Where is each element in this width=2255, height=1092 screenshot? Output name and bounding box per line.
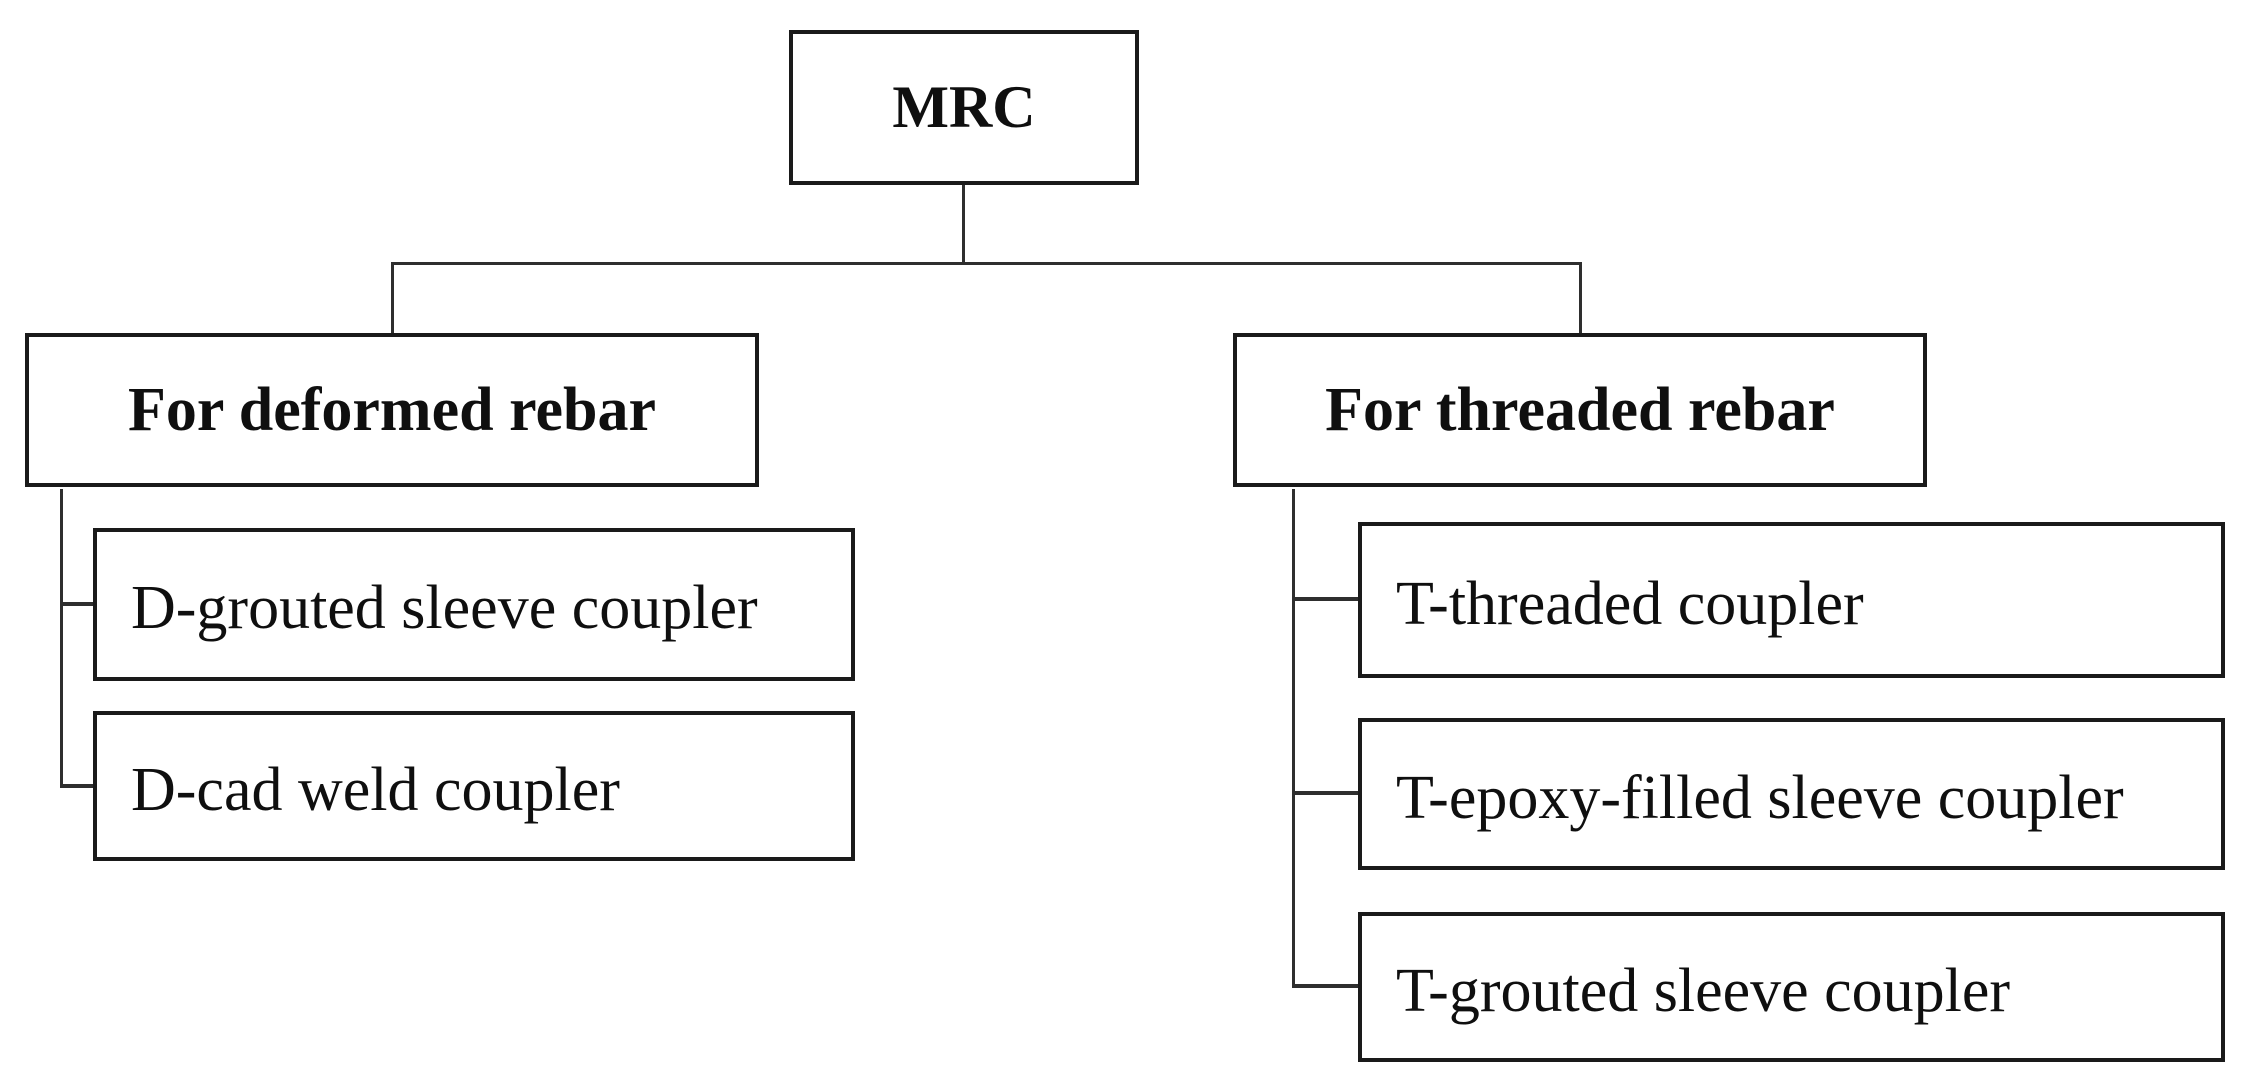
node-leaf-d-cad-weld-coupler: D-cad weld coupler	[93, 711, 855, 861]
connector-right-child-1-stub	[1292, 597, 1362, 601]
node-leaf-t-grouted-sleeve-coupler: T-grouted sleeve coupler	[1358, 912, 2225, 1062]
node-leaf-label: D-cad weld coupler	[131, 755, 620, 824]
node-leaf-label: T-epoxy-filled sleeve coupler	[1396, 763, 2124, 832]
connector-left-child-2-stub	[60, 784, 97, 788]
connector-left-children-rail	[60, 489, 63, 787]
connector-left-branch-drop	[391, 262, 394, 335]
connector-main-horizontal	[391, 262, 1582, 265]
node-leaf-d-grouted-sleeve-coupler: D-grouted sleeve coupler	[93, 528, 855, 681]
node-leaf-label: T-threaded coupler	[1396, 569, 1864, 638]
node-branch-label: For threaded rebar	[1325, 375, 1835, 444]
node-leaf-label: T-grouted sleeve coupler	[1396, 956, 2011, 1025]
node-branch-label: For deformed rebar	[128, 375, 656, 444]
connector-root-vertical	[962, 185, 965, 264]
connector-right-branch-drop	[1579, 262, 1582, 335]
node-root-label: MRC	[892, 74, 1036, 140]
connector-right-children-rail	[1292, 489, 1295, 988]
connector-right-child-2-stub	[1292, 791, 1362, 795]
node-branch-threaded-rebar: For threaded rebar	[1233, 333, 1927, 487]
node-leaf-label: D-grouted sleeve coupler	[131, 574, 758, 642]
connector-left-child-1-stub	[60, 602, 97, 606]
node-leaf-t-threaded-coupler: T-threaded coupler	[1358, 522, 2225, 678]
node-branch-deformed-rebar: For deformed rebar	[25, 333, 759, 487]
connector-right-child-3-stub	[1292, 984, 1362, 988]
node-root-mrc: MRC	[789, 30, 1139, 185]
node-leaf-t-epoxy-filled-sleeve-coupler: T-epoxy-filled sleeve coupler	[1358, 718, 2225, 870]
